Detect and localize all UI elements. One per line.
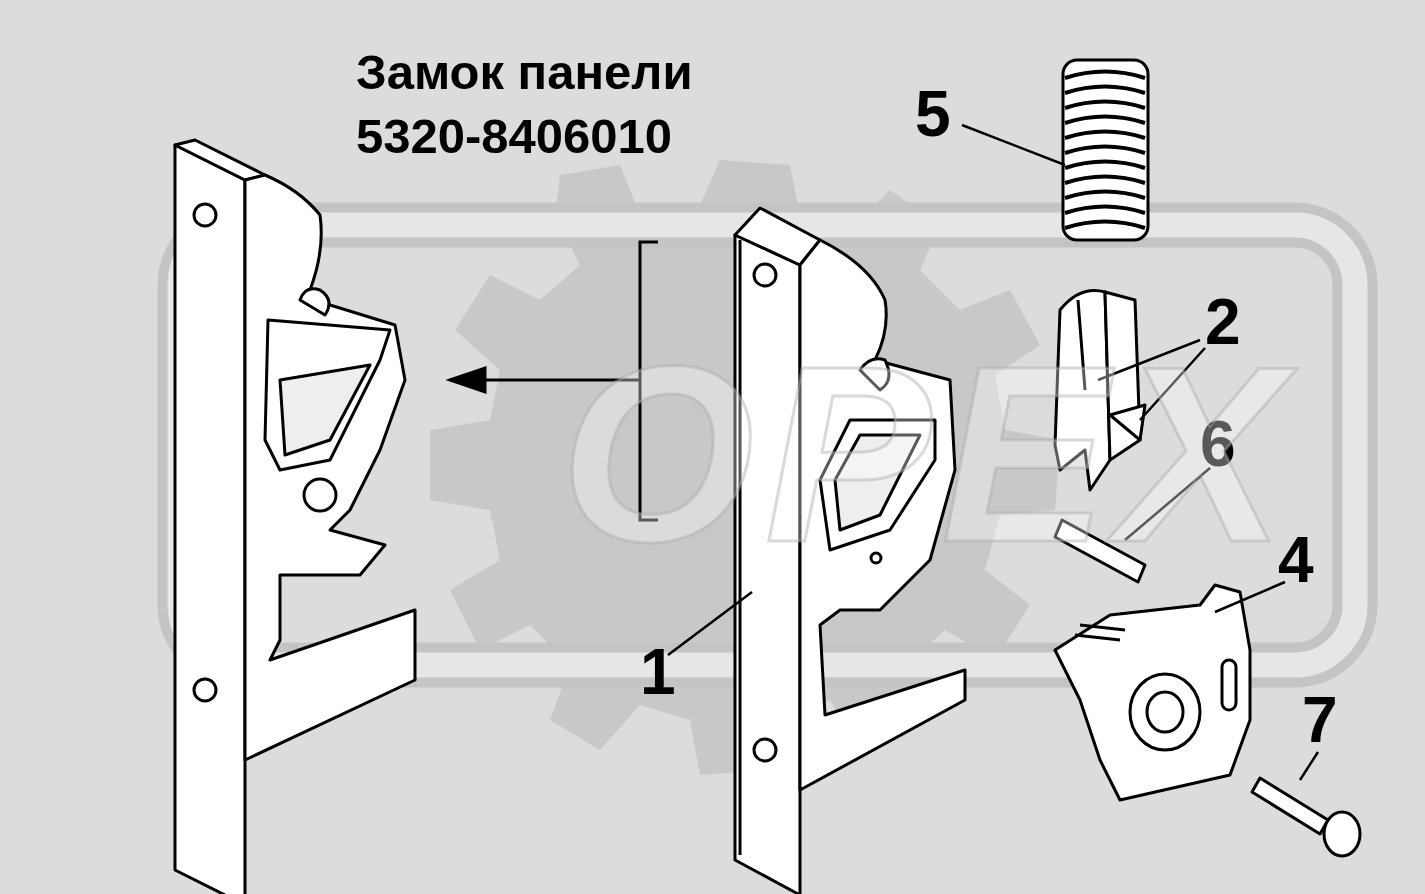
callout-number: 1 [640, 640, 676, 704]
watermark: OPEX [560, 330, 1295, 580]
callout-number: 7 [1302, 688, 1338, 752]
callout-number: 5 [915, 82, 951, 146]
bracket-parts [175, 60, 1360, 894]
spring [1063, 60, 1148, 240]
title: Замок панели 5320-8406010 [356, 40, 776, 168]
